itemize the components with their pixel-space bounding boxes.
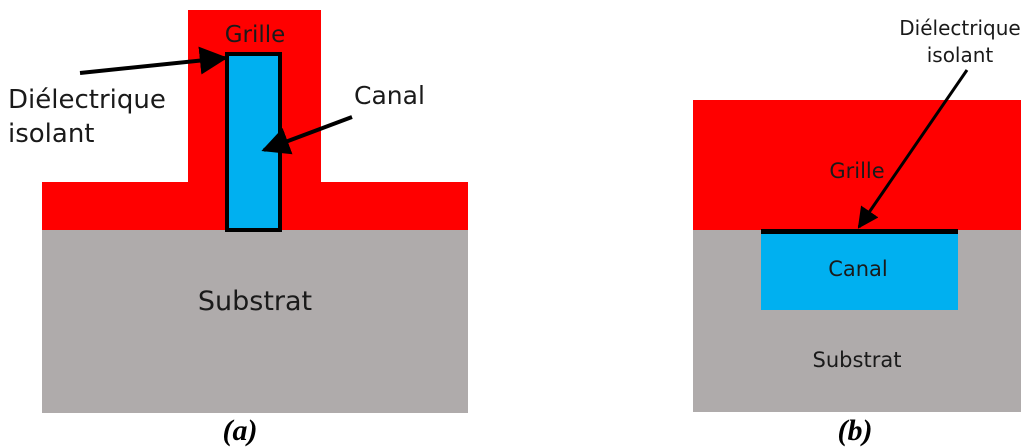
- panel-a: Grille Diélectrique isolant Canal Substr…: [8, 10, 468, 447]
- panel-a-substrate: [42, 230, 468, 413]
- panel-b-channel: [761, 232, 958, 310]
- panel-b-dielectric-layer: [761, 229, 958, 234]
- panel-a-channel-arrow: [261, 115, 353, 155]
- panel-a-dielectric-label-line2: isolant: [8, 119, 95, 149]
- panel-a-substrate-label: Substrat: [198, 286, 312, 317]
- panel-b-dielectric-arrow: [857, 69, 969, 229]
- panel-b-substrate-label: Substrat: [813, 348, 902, 372]
- panel-b-caption: (b): [838, 414, 873, 447]
- panel-b-dielectric-label-line2: isolant: [927, 43, 994, 67]
- panel-a-dielectric-arrow: [79, 46, 228, 75]
- panel-a-caption: (a): [223, 414, 258, 447]
- panel-b-dielectric-label-line1: Diélectrique: [899, 16, 1020, 40]
- panel-b-gate-label: Grille: [829, 159, 884, 183]
- panel-a-channel-label: Canal: [354, 81, 425, 110]
- panel-b-gate: [693, 100, 1021, 230]
- panel-a-gate-label: Grille: [225, 22, 286, 48]
- panel-b: Diélectrique isolant Grille Canal Substr…: [693, 16, 1021, 447]
- panel-a-dielectric-label-line1: Diélectrique: [8, 85, 166, 115]
- panel-a-channel: [225, 52, 282, 232]
- panel-b-channel-label: Canal: [828, 257, 888, 281]
